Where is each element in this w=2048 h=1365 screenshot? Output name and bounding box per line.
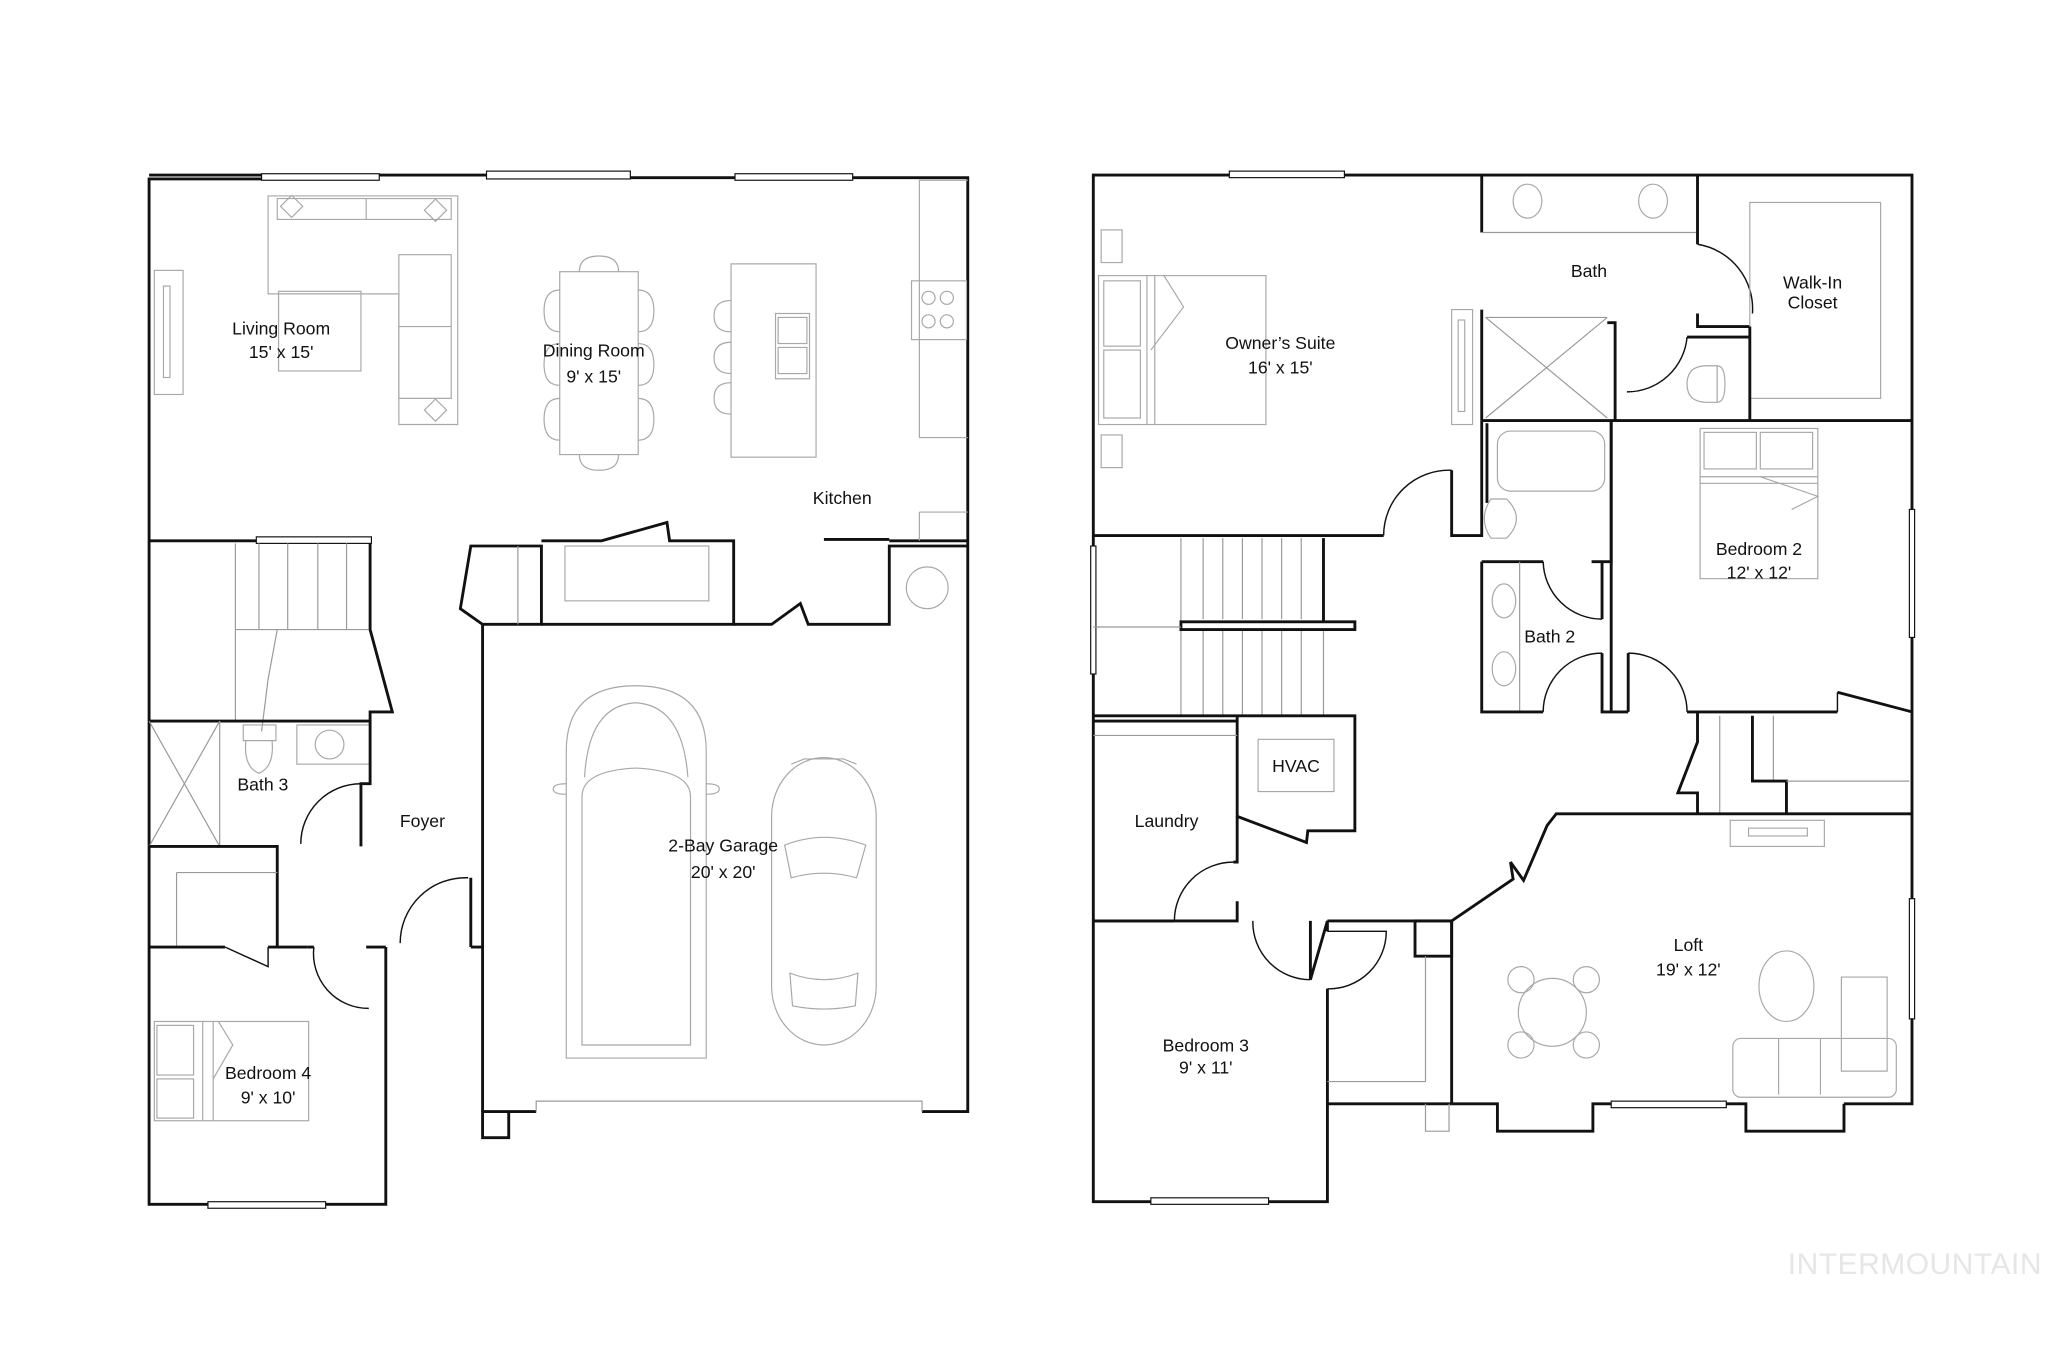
- label-bedroom-3: Bedroom 3: [1163, 1036, 1249, 1056]
- watermark: INTERMOUNTAIN: [1787, 1248, 2042, 1281]
- label-foyer: Foyer: [400, 811, 445, 831]
- label-bedroom-2: Bedroom 2: [1716, 539, 1802, 559]
- label-bath-3: Bath 3: [237, 774, 288, 794]
- label-loft: Loft: [1674, 935, 1704, 955]
- label-owners-suite: Owner’s Suite: [1225, 333, 1335, 353]
- second-floor-plan: [1090, 170, 1916, 1205]
- first-floor-plan: [147, 170, 970, 1209]
- label-living-room: Living Room: [232, 318, 330, 338]
- label-kitchen: Kitchen: [813, 488, 872, 508]
- label-laundry: Laundry: [1135, 811, 1199, 831]
- label-walk-in: Walk-In: [1783, 273, 1842, 293]
- label-bedroom-3-size: 9' x 11': [1179, 1058, 1232, 1078]
- label-bedroom-4: Bedroom 4: [225, 1063, 311, 1083]
- label-garage-size: 20' x 20': [691, 862, 756, 882]
- label-owners-suite-size: 16' x 15': [1248, 358, 1313, 378]
- label-bedroom-4-size: 9' x 10': [241, 1088, 296, 1108]
- room-labels: Living Room 15' x 15' Dining Room 9' x 1…: [225, 261, 1842, 1108]
- label-bath-2: Bath 2: [1524, 627, 1575, 647]
- label-loft-size: 19' x 12': [1656, 960, 1721, 980]
- label-bedroom-2-size: 12' x 12': [1727, 563, 1792, 583]
- label-bath: Bath: [1571, 261, 1607, 281]
- label-living-room-size: 15' x 15': [249, 342, 314, 362]
- label-dining-room: Dining Room: [543, 341, 645, 361]
- label-garage: 2-Bay Garage: [668, 836, 778, 856]
- label-hvac: HVAC: [1272, 756, 1320, 776]
- label-dining-room-size: 9' x 15': [566, 367, 621, 387]
- label-closet: Closet: [1788, 292, 1838, 312]
